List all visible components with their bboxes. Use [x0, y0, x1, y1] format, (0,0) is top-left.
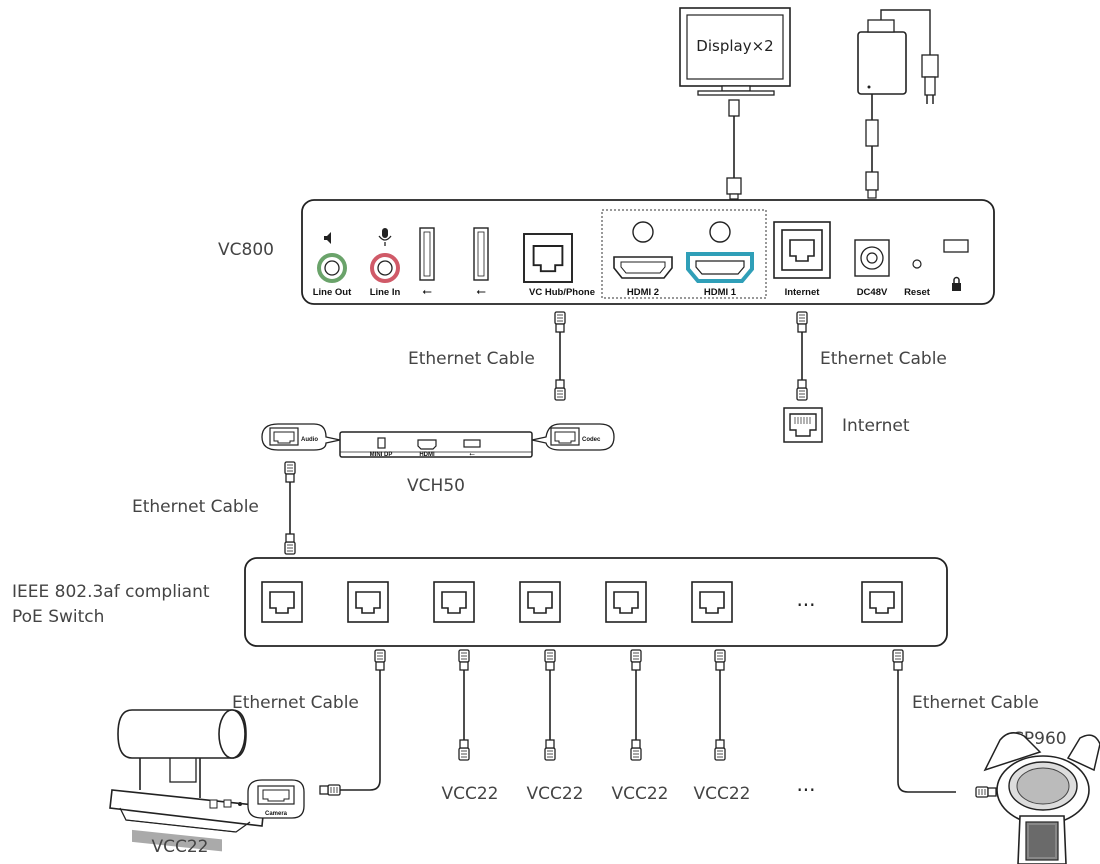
usb-icon: ⭠	[469, 450, 475, 458]
codec-label: Codec	[582, 437, 601, 443]
line-out-label: Line Out	[313, 287, 352, 298]
camera-label-2: VCC22	[526, 784, 583, 804]
switch-ellipsis: ···	[796, 593, 815, 617]
vcc22-main-label: VCC22	[151, 837, 208, 857]
power-adapter	[857, 9, 939, 199]
ethernet-cable-label-5: Ethernet Cable	[912, 693, 1039, 713]
vc-hub-phone-port: VC Hub/Phone	[523, 233, 595, 298]
ethernet-cable-label-3: Ethernet Cable	[132, 497, 259, 517]
audio-port-callout: Audio	[261, 423, 341, 451]
mini-dp-label: MINI DP	[370, 452, 393, 458]
ethernet-cable-label-4: Ethernet Cable	[232, 693, 359, 713]
camera-port-callout: Camera	[247, 779, 305, 819]
lock-icon	[952, 276, 961, 291]
ethernet-cable-to-camera-2	[544, 649, 556, 761]
poe-switch: ···	[244, 557, 948, 647]
ethernet-cable-to-phone	[892, 649, 997, 798]
ethernet-cable-to-main-camera	[319, 649, 386, 796]
codec-port-callout: Codec	[531, 423, 615, 451]
ethernet-cable-to-camera-3	[630, 649, 642, 761]
camera-label-4: VCC22	[693, 784, 750, 804]
hdmi-label: HDMI	[419, 452, 435, 458]
hdmi2-port: HDMI 2	[613, 221, 673, 298]
switch-label-line2: PoE Switch	[12, 607, 104, 627]
vch50-hub: MINI DP HDMI ⭠	[339, 431, 533, 458]
jack-pins	[794, 417, 811, 424]
switch-port-3	[433, 581, 475, 623]
ethernet-cable-label-2: Ethernet Cable	[820, 349, 947, 369]
cameras-ellipsis: ···	[796, 778, 815, 802]
vch50-label: VCH50	[407, 476, 465, 496]
ethernet-cable-label-1: Ethernet Cable	[408, 349, 535, 369]
camera-port-label: Camera	[265, 811, 288, 817]
internet-port-label: Internet	[785, 287, 821, 298]
internet-wall-jack	[783, 407, 823, 443]
switch-port-6	[691, 581, 733, 623]
camera-label-3: VCC22	[611, 784, 668, 804]
usb-port-1: ⭠	[419, 227, 435, 298]
line-in-label: Line In	[370, 287, 401, 298]
ethernet-cable-internet	[796, 311, 808, 401]
vc-hub-phone-label: VC Hub/Phone	[529, 287, 595, 298]
vc800-label: VC800	[218, 240, 274, 260]
cp960-conference-phone	[983, 732, 1100, 864]
switch-label-line1: IEEE 802.3af compliant	[12, 582, 210, 602]
vcc22-camera	[109, 709, 265, 852]
usb-icon: ⭠	[422, 284, 432, 298]
dc48v-label: DC48V	[857, 287, 888, 298]
reset-label: Reset	[904, 287, 931, 298]
internet-label: Internet	[842, 416, 910, 436]
internet-port: Internet	[773, 221, 831, 298]
ethernet-cable-to-camera-1	[458, 649, 470, 761]
dc48v-port: DC48V	[854, 239, 890, 298]
usb-port-2: ⭠	[473, 227, 489, 298]
ethernet-cable-to-camera-4	[714, 649, 726, 761]
hdmi1-port: HDMI 1	[686, 221, 754, 298]
lock-slot	[943, 239, 969, 291]
camera-label-1: VCC22	[441, 784, 498, 804]
hdmi-cable	[726, 99, 742, 200]
switch-port-4	[519, 581, 561, 623]
line-out-port: Line Out	[313, 232, 352, 298]
display-monitor: Display×2	[679, 7, 791, 96]
reset-button: Reset	[904, 259, 931, 298]
display-label: Display×2	[696, 37, 773, 55]
hdmi1-label: HDMI 1	[704, 287, 737, 298]
ethernet-cable-vch50-switch	[284, 461, 296, 555]
line-in-port: Line In	[370, 228, 401, 298]
switch-port-5	[605, 581, 647, 623]
hdmi2-label: HDMI 2	[627, 287, 659, 298]
switch-port-1	[261, 581, 303, 623]
switch-port-7	[861, 581, 903, 623]
switch-port-2	[347, 581, 389, 623]
usb-icon: ⭠	[476, 284, 486, 298]
audio-label: Audio	[301, 437, 318, 443]
ethernet-cable-vc800-vch50	[554, 311, 566, 401]
